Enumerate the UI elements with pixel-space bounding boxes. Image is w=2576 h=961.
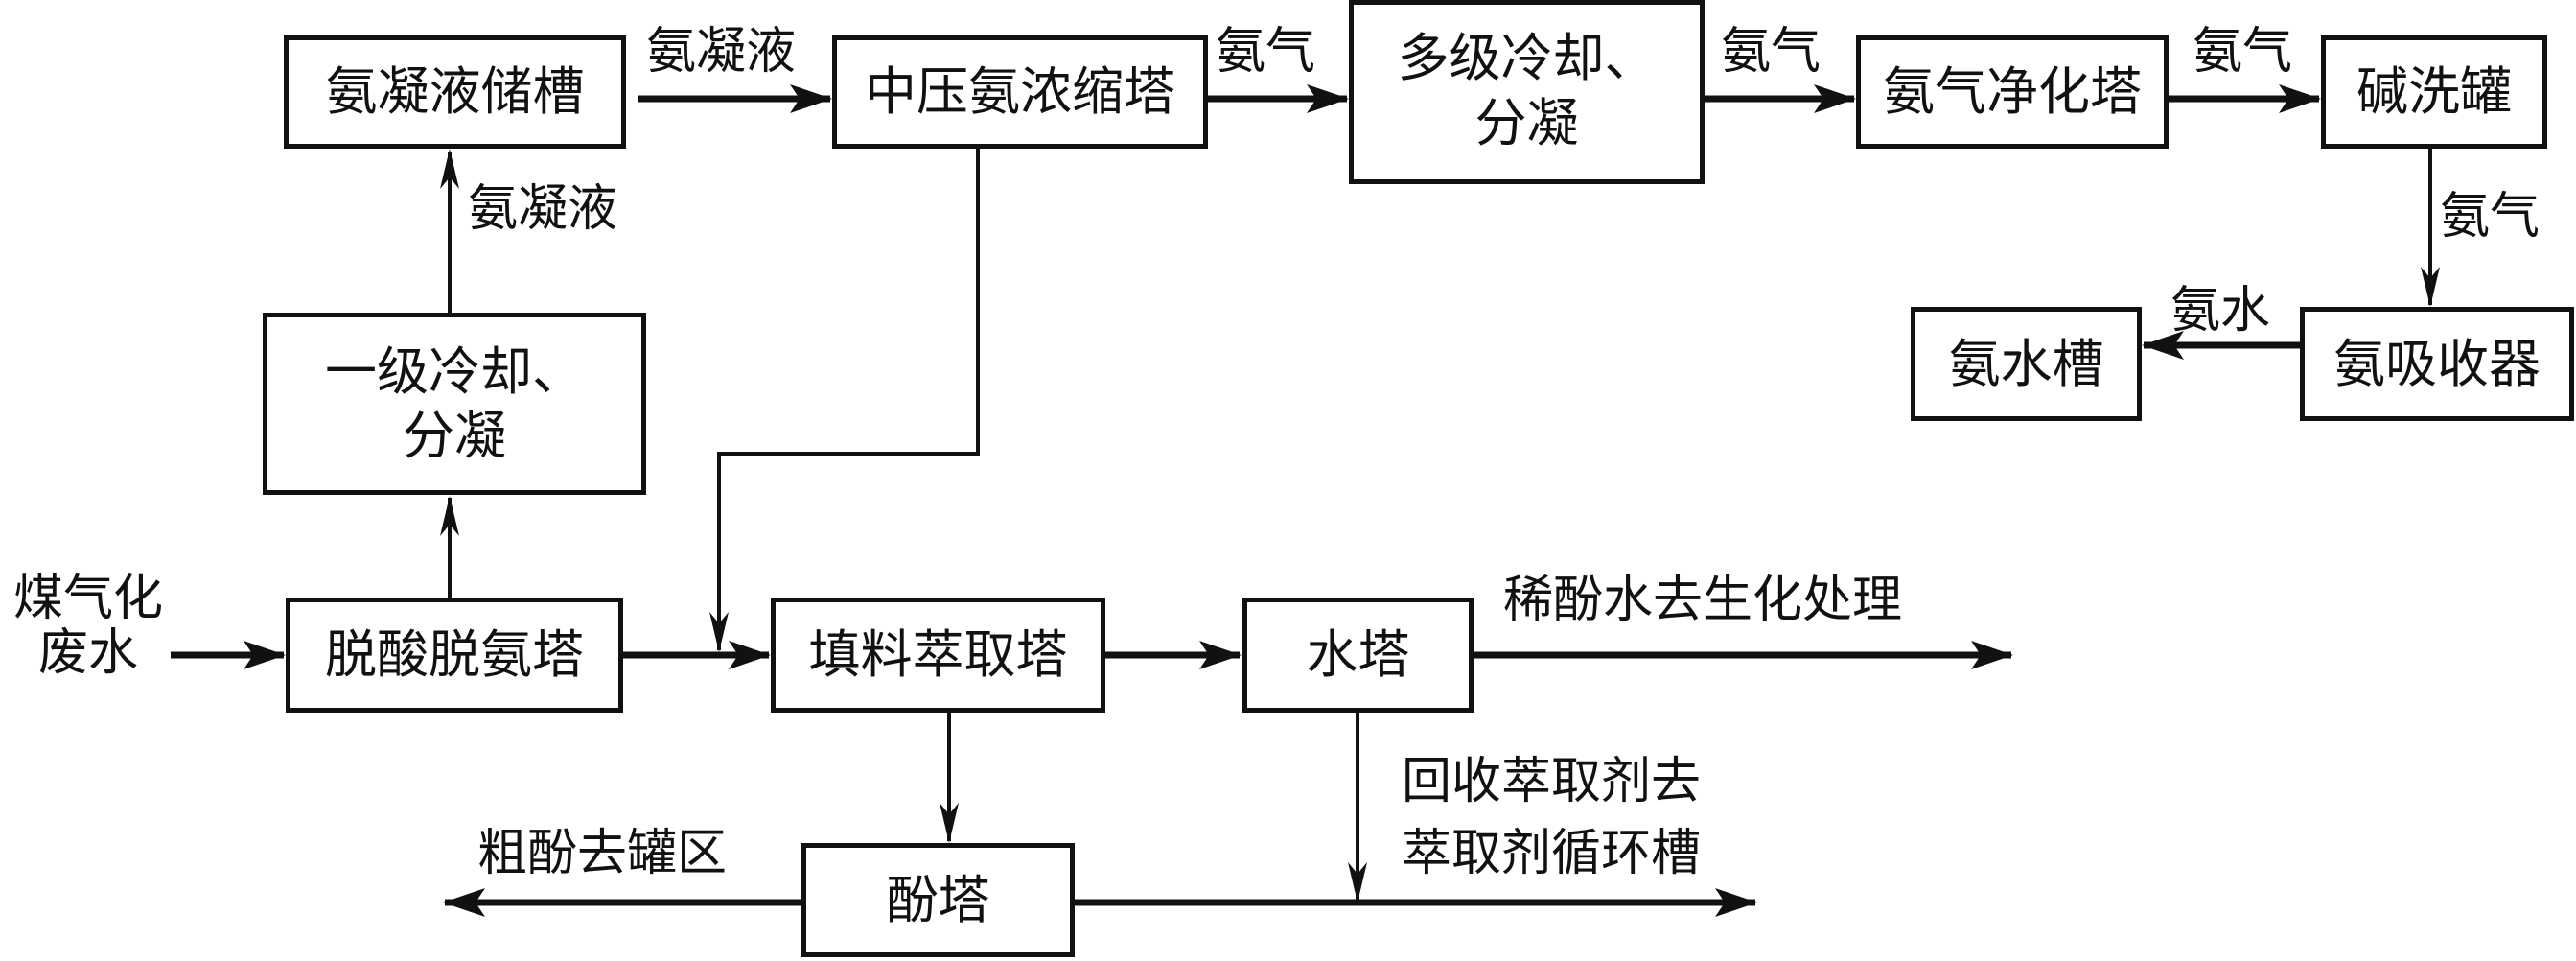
node-label: 酚塔 bbox=[886, 869, 990, 930]
label-dilute-phenol-out: 稀酚水去生化处理 bbox=[1503, 572, 1903, 629]
node-condensate-tank: 氨凝液储槽 bbox=[284, 35, 626, 149]
arrowhead-return bbox=[709, 612, 729, 652]
node-label: 多级冷却、 分凝 bbox=[1397, 28, 1657, 153]
arrowhead-absorber bbox=[2421, 267, 2440, 307]
node-label: 一级冷却、 分凝 bbox=[325, 340, 584, 467]
label-condensate-to-concentrator: 氨凝液 bbox=[646, 23, 797, 81]
node-label: 氨凝液储槽 bbox=[325, 61, 585, 123]
node-ammonia-purifier: 氨气净化塔 bbox=[1856, 35, 2169, 149]
node-label: 脱酸脱氨塔 bbox=[325, 624, 584, 686]
label-condensate-up: 氨凝液 bbox=[468, 180, 618, 238]
arrowhead-solvent-line bbox=[1348, 862, 1367, 902]
label-gas-to-alkali: 氨气 bbox=[2193, 23, 2293, 81]
node-ammonia-absorber: 氨吸收器 bbox=[2300, 307, 2574, 421]
node-phenol-tower: 酚塔 bbox=[801, 843, 1075, 957]
node-mp-concentrator: 中压氨浓缩塔 bbox=[832, 35, 1208, 149]
label-ammonia-water: 氨水 bbox=[2170, 282, 2271, 340]
node-label: 碱洗罐 bbox=[2356, 61, 2512, 123]
node-alkali-wash: 碱洗罐 bbox=[2321, 35, 2547, 149]
node-primary-cooling: 一级冷却、 分凝 bbox=[263, 313, 646, 495]
node-label: 中压氨浓缩塔 bbox=[865, 61, 1175, 123]
arrowhead-condensate-tank bbox=[440, 149, 459, 189]
label-crude-phenol-out: 粗酚去罐区 bbox=[477, 825, 728, 882]
node-label: 氨水槽 bbox=[1948, 333, 2104, 394]
label-gas-to-multi: 氨气 bbox=[1216, 23, 1316, 81]
node-multi-cooling: 多级冷却、 分凝 bbox=[1349, 0, 1705, 184]
node-water-tower: 水塔 bbox=[1242, 598, 1474, 713]
node-label: 氨气净化塔 bbox=[1883, 61, 2142, 123]
label-recovered-solvent: 回收萃取剂去 萃取剂循环槽 bbox=[1402, 753, 1702, 883]
node-label: 填料萃取塔 bbox=[808, 624, 1068, 686]
line-concentrator-return bbox=[717, 149, 980, 650]
arrowhead-primary-cooling bbox=[440, 496, 459, 536]
label-input-feed: 煤气化 废水 bbox=[12, 570, 163, 683]
arrowhead-phenol-tower bbox=[940, 803, 959, 843]
label-gas-to-purifier: 氨气 bbox=[1721, 23, 1822, 81]
label-gas-down: 氨气 bbox=[2440, 188, 2541, 246]
node-ammonia-water-tank: 氨水槽 bbox=[1911, 307, 2142, 421]
node-deacid-deammonia: 脱酸脱氨塔 bbox=[286, 598, 623, 713]
node-packed-extraction: 填料萃取塔 bbox=[771, 598, 1105, 713]
node-label: 水塔 bbox=[1306, 624, 1410, 686]
node-label: 氨吸收器 bbox=[2333, 333, 2541, 394]
